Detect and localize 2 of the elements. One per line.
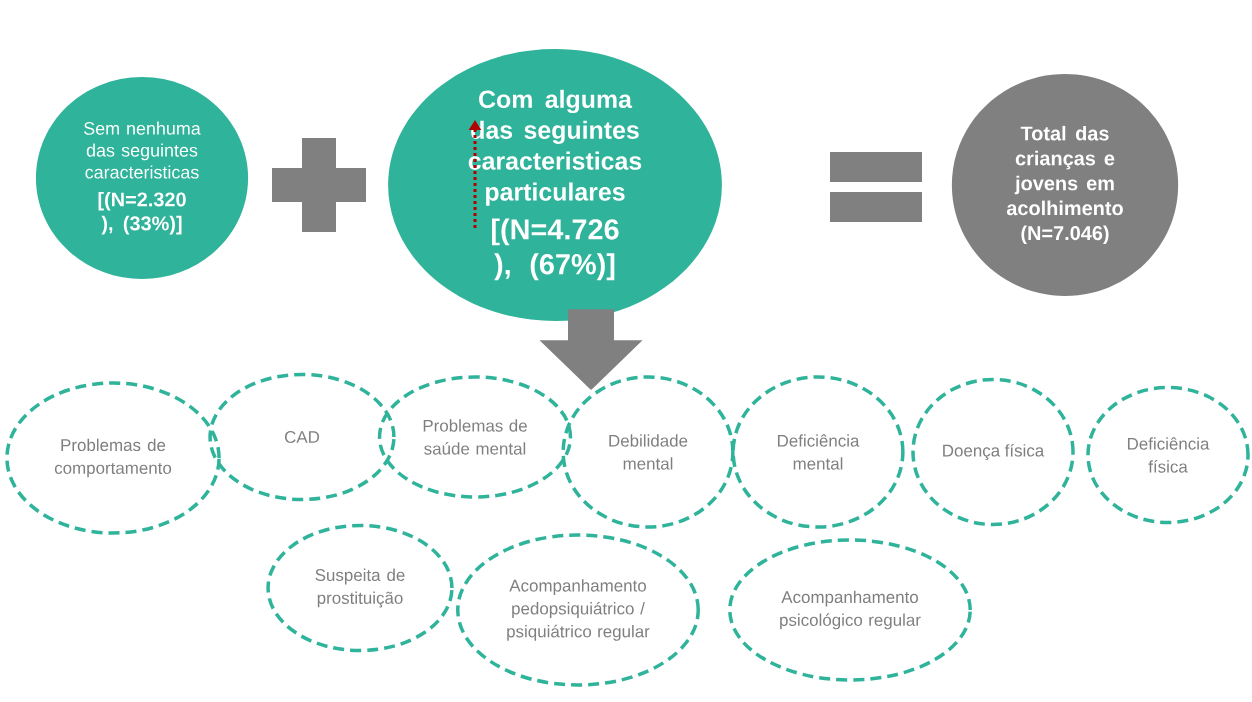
circle-node: Total das crianças e jovens em acolhimento (N=7.046) xyxy=(951,74,1179,296)
circle-node: Sem nenhuma das seguintes caracteristicas [(N=2.320 ), (33%)] xyxy=(35,77,249,279)
